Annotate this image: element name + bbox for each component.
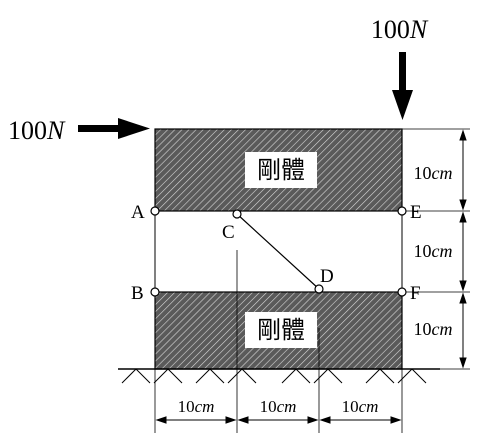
left-load-unit: N	[46, 116, 66, 145]
ground-hatch	[121, 368, 427, 384]
bottom-block-label-box	[245, 312, 317, 348]
bottom-block-label: 剛體	[257, 316, 305, 344]
hdim-3-unit: cm	[359, 397, 379, 416]
hdim-1-value: 10	[178, 397, 195, 416]
pin-joints	[150, 206, 407, 297]
label-B: B	[131, 283, 144, 304]
svg-text:10cm: 10cm	[414, 163, 453, 183]
horizontal-dimension-arrows	[155, 416, 402, 424]
hdim-2-unit: cm	[277, 397, 297, 416]
vertical-dimension-3: 10cm	[406, 318, 460, 340]
pin-F	[397, 287, 407, 297]
vertical-dimension-2: 10cm	[406, 240, 460, 262]
top-block-label: 剛體	[257, 156, 305, 184]
hdim-2-value: 10	[260, 397, 277, 416]
pin-E	[397, 206, 407, 216]
label-A: A	[131, 202, 145, 223]
vdim-2-unit: cm	[432, 241, 453, 261]
vdim-2-value: 10	[414, 241, 432, 261]
pin-B	[150, 287, 160, 297]
pin-C	[232, 209, 242, 219]
dimension-extension-lines	[154, 250, 403, 433]
svg-text:10cm: 10cm	[342, 397, 379, 416]
label-C: C	[222, 222, 235, 243]
svg-text:10cm: 10cm	[178, 397, 215, 416]
vdim-3-value: 10	[414, 319, 432, 339]
left-load-arrow	[78, 118, 150, 139]
pin-D	[314, 284, 324, 294]
svg-text:10cm: 10cm	[414, 319, 453, 339]
vertical-extension-lines	[402, 128, 470, 370]
hdim-1-unit: cm	[195, 397, 215, 416]
left-load-label: 100N	[8, 116, 66, 145]
hdim-3-value: 10	[342, 397, 359, 416]
horizontal-dimension-1: 10cm	[170, 397, 224, 417]
label-D: D	[320, 266, 334, 287]
top-load-label: 100N	[371, 15, 429, 44]
label-E: E	[410, 202, 422, 223]
pin-A	[150, 206, 160, 216]
vertical-dimension-arrows	[459, 129, 467, 369]
vdim-1-unit: cm	[432, 163, 453, 183]
top-load-value: 100	[371, 15, 410, 44]
bar-CD	[236, 213, 320, 290]
horizontal-dimension-2: 10cm	[251, 397, 305, 417]
top-load-unit: N	[409, 15, 429, 44]
vdim-3-unit: cm	[432, 319, 453, 339]
top-block-label-box	[245, 152, 317, 188]
vdim-1-value: 10	[414, 163, 432, 183]
horizontal-dimension-3: 10cm	[333, 397, 387, 417]
svg-text:10cm: 10cm	[260, 397, 297, 416]
left-load-value: 100	[8, 116, 47, 145]
svg-text:10cm: 10cm	[414, 241, 453, 261]
label-F: F	[410, 283, 421, 304]
top-load-arrow	[392, 52, 413, 120]
vertical-dimension-1: 10cm	[406, 162, 460, 184]
